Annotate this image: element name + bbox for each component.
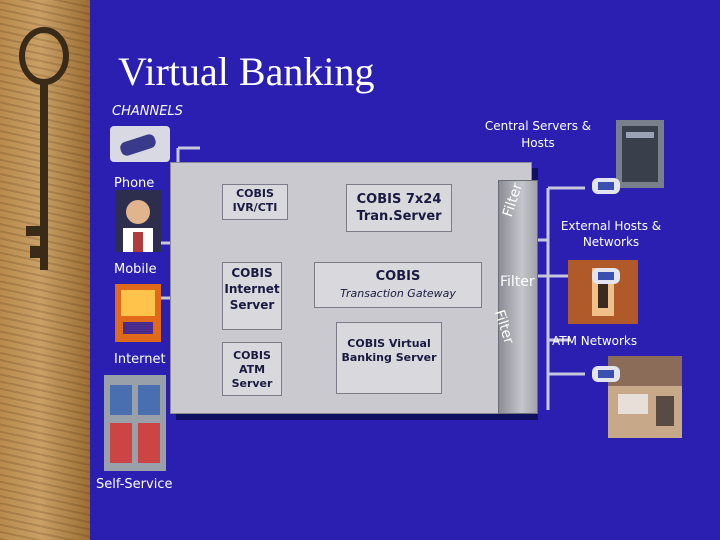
transaction-gateway-module: COBIS Transaction Gateway [314, 262, 482, 308]
ivr-module: COBIS IVR/CTI [222, 184, 288, 220]
key-icon [19, 27, 69, 270]
gateway-title: COBIS [375, 269, 421, 284]
internet-server-module: COBIS Internet Server [222, 262, 282, 330]
atm-server-module: COBIS ATM Server [222, 342, 282, 396]
external-hosts-label: External Hosts & Networks [560, 219, 662, 249]
channel-label-self-service: Self-Service [96, 477, 173, 492]
channels-heading: CHANNELS [112, 104, 183, 119]
cable-connector-icon-3 [592, 366, 620, 382]
phone-icon [110, 126, 170, 162]
filter-label-middle: Filter [500, 274, 535, 290]
channel-label-phone: Phone [114, 176, 155, 191]
internet-server-label: COBIS Internet Server [224, 266, 280, 312]
person-with-phone-icon [115, 190, 161, 252]
virtual-banking-server-module: COBIS Virtual Banking Server [336, 322, 442, 394]
ivr-label: COBIS IVR/CTI [232, 187, 278, 214]
computer-icon [115, 284, 161, 342]
atm-server-label: COBIS ATM Server [231, 349, 273, 390]
tran-server-label: COBIS 7x24 Tran.Server [356, 192, 442, 224]
tran-server-module: COBIS 7x24 Tran.Server [346, 184, 452, 232]
cable-connector-icon [592, 178, 620, 194]
channel-label-internet: Internet [114, 352, 166, 367]
cable-connector-icon-2 [592, 268, 620, 284]
bank-lobby-image [608, 356, 682, 438]
virtual-banking-server-label: COBIS Virtual Banking Server [341, 337, 437, 364]
slide-title: Virtual Banking [118, 49, 375, 94]
atm-networks-label: ATM Networks [552, 334, 638, 348]
gateway-subtitle: Transaction Gateway [340, 287, 456, 300]
atm-kiosk-icon [104, 375, 166, 471]
server-tower-icon [616, 120, 664, 188]
channel-label-mobile: Mobile [114, 262, 157, 277]
central-servers-label: Central Servers & Hosts [484, 119, 592, 150]
filter-wall [498, 180, 538, 414]
